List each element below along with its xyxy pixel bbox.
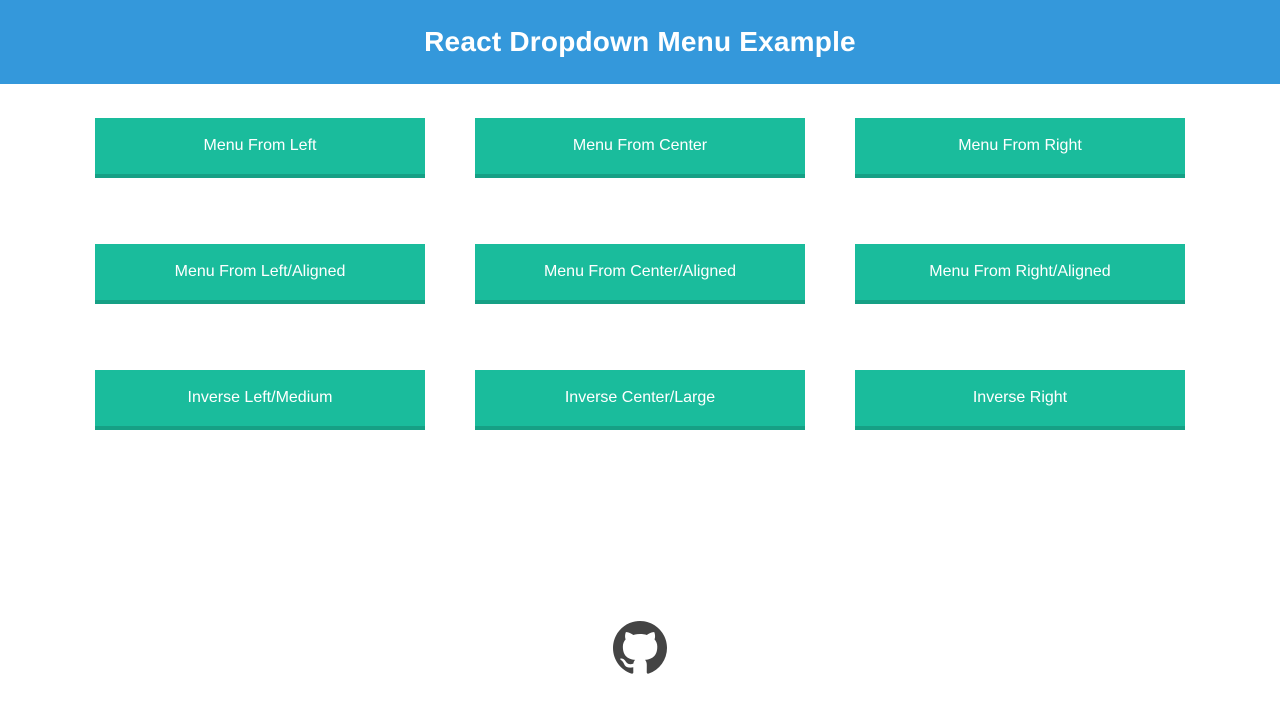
github-link[interactable]: [612, 620, 668, 676]
menu-cell: Menu From Right: [855, 118, 1185, 178]
menu-cell: Menu From Left: [95, 118, 425, 178]
menu-cell: Menu From Left/Aligned: [95, 244, 425, 304]
inverse-center-large-button[interactable]: Inverse Center/Large: [475, 370, 805, 430]
menu-from-center-aligned-button[interactable]: Menu From Center/Aligned: [475, 244, 805, 304]
menu-from-left-aligned-button[interactable]: Menu From Left/Aligned: [95, 244, 425, 304]
inverse-left-medium-button[interactable]: Inverse Left/Medium: [95, 370, 425, 430]
menu-cell: Menu From Right/Aligned: [855, 244, 1185, 304]
menu-from-center-button[interactable]: Menu From Center: [475, 118, 805, 178]
page-title: React Dropdown Menu Example: [424, 26, 856, 57]
github-icon: [613, 621, 667, 675]
menu-cell: Inverse Left/Medium: [95, 370, 425, 430]
menu-cell: Menu From Center/Aligned: [475, 244, 805, 304]
page-header: React Dropdown Menu Example: [0, 0, 1280, 84]
page-footer: [0, 620, 1280, 676]
dropdown-button-grid: Menu From Left Menu From Center Menu Fro…: [95, 118, 1185, 430]
menu-cell: Inverse Center/Large: [475, 370, 805, 430]
menu-cell: Inverse Right: [855, 370, 1185, 430]
menu-from-right-button[interactable]: Menu From Right: [855, 118, 1185, 178]
menu-cell: Menu From Center: [475, 118, 805, 178]
inverse-right-button[interactable]: Inverse Right: [855, 370, 1185, 430]
menu-from-left-button[interactable]: Menu From Left: [95, 118, 425, 178]
menu-from-right-aligned-button[interactable]: Menu From Right/Aligned: [855, 244, 1185, 304]
